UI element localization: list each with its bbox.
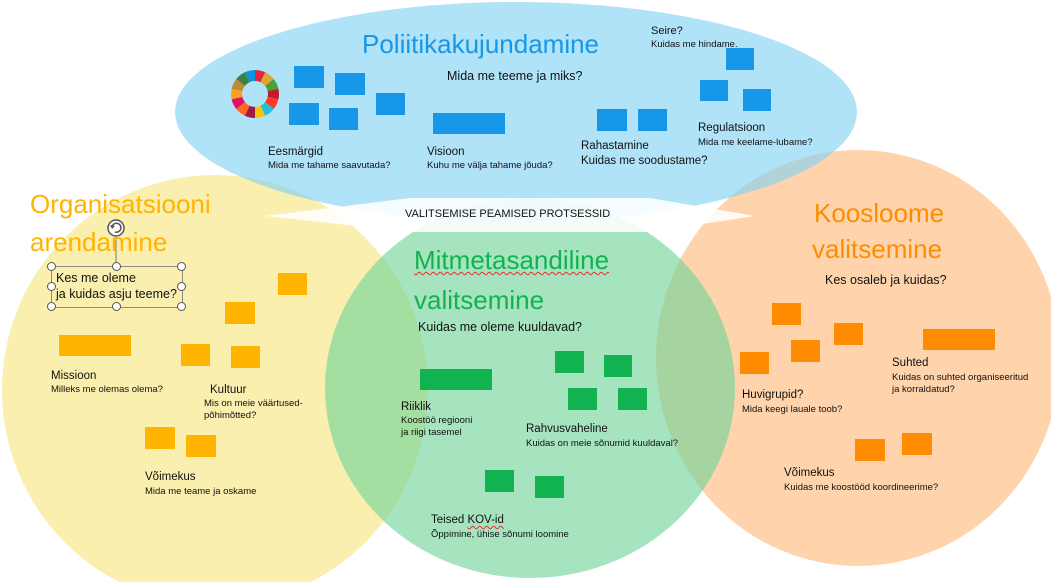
sticky-note[interactable]: [59, 335, 131, 356]
multi-question: Kuidas me oleme kuuldavad?: [418, 320, 582, 334]
sticky-note[interactable]: [535, 476, 564, 498]
outreach-title: Rahvusvaheline: [526, 423, 608, 435]
multi-title-line2: valitsemine: [414, 285, 545, 315]
sticky-note[interactable]: [740, 352, 769, 374]
goals-title: Eesmärgid: [268, 146, 323, 158]
co-title-line1: Koosloome: [814, 198, 945, 228]
others-title-kov: KOV-id: [467, 514, 504, 526]
co-creation-circle: [656, 150, 1051, 566]
relations-title: Suhted: [892, 357, 929, 369]
sticky-note[interactable]: [597, 109, 627, 131]
culture-sub: Mis on meie väärtused- põhimõtted?: [204, 398, 303, 421]
others-title: Teised KOV-id: [431, 513, 504, 527]
policy-question: Mida me teeme ja miks?: [447, 69, 583, 83]
policy-ellipse: [175, 2, 857, 222]
org-capacity-sub: Mida me teame ja oskame: [145, 486, 257, 497]
sticky-note[interactable]: [568, 388, 597, 410]
state-title: Riiklik: [401, 401, 432, 413]
sticky-note[interactable]: [834, 323, 863, 345]
sticky-note[interactable]: [855, 439, 885, 461]
relations-sub: Kuidas on suhted organiseeritud ja korra…: [892, 372, 1029, 395]
sdg-wheel-icon: [231, 70, 279, 118]
sticky-note[interactable]: [420, 369, 492, 390]
sticky-note[interactable]: [186, 435, 216, 457]
sticky-note[interactable]: [225, 302, 255, 324]
monitoring-title: Seire?: [651, 25, 683, 37]
outreach-sub: Kuidas on meie sõnumid kuuldaval?: [526, 438, 679, 449]
sticky-note[interactable]: [555, 351, 584, 373]
policy-title: Poliitikakujundamine: [362, 29, 600, 59]
others-sub: Õppimine, ühise sõnumi loomine: [431, 529, 569, 540]
multi-title-line1-text: Mitmetasandiline: [414, 245, 610, 275]
mission-sub: Milleks me olemas olema?: [51, 384, 163, 395]
multi-title-line1: Mitmetasandiline: [414, 245, 609, 276]
resize-handle[interactable]: [47, 262, 56, 271]
resize-handle[interactable]: [47, 282, 56, 291]
org-capacity-title: Võimekus: [145, 471, 196, 483]
state-sub: Koostöö regiooni ja riigi tasemel: [401, 415, 473, 438]
sticky-note[interactable]: [376, 93, 405, 115]
funding-sub: Kuidas me soodustame?: [581, 155, 708, 167]
co-title-line2: valitsemine: [812, 234, 943, 264]
sticky-note[interactable]: [772, 303, 801, 325]
resize-handle[interactable]: [177, 282, 186, 291]
selected-textbox[interactable]: Kes me oleme ja kuidas asju teeme?: [51, 266, 183, 308]
org-title-line2: arendamine: [30, 227, 168, 257]
vision-sub: Kuhu me välja tahame jõuda?: [427, 160, 553, 171]
sticky-note[interactable]: [278, 273, 307, 295]
organisation-circle: [2, 175, 428, 582]
sticky-note[interactable]: [638, 109, 667, 131]
org-title-line1: Organisatsiooni: [30, 189, 211, 219]
interest-sub: Mida keegi lauale toob?: [742, 404, 843, 415]
sticky-note[interactable]: [604, 355, 632, 377]
others-title-prefix: Teised: [431, 514, 468, 526]
sticky-note[interactable]: [923, 329, 995, 350]
resize-handle[interactable]: [112, 302, 121, 311]
sticky-note[interactable]: [743, 89, 771, 111]
co-question: Kes osaleb ja kuidas?: [825, 273, 947, 287]
sticky-note[interactable]: [902, 433, 932, 455]
monitoring-sub: Kuidas me hindame.: [651, 39, 738, 50]
interest-title: Huvigrupid?: [742, 389, 804, 401]
sticky-note[interactable]: [329, 108, 358, 130]
vision-title: Visioon: [427, 146, 465, 158]
resize-handle[interactable]: [47, 302, 56, 311]
sticky-note[interactable]: [231, 346, 260, 368]
sticky-note[interactable]: [145, 427, 175, 449]
sticky-note[interactable]: [289, 103, 319, 125]
sticky-note[interactable]: [618, 388, 647, 410]
sticky-note[interactable]: [181, 344, 210, 366]
sticky-note[interactable]: [485, 470, 514, 492]
regulation-sub: Mida me keelame-lubame?: [698, 137, 813, 148]
co-capacity-sub: Kuidas me koostööd koordineerime?: [784, 482, 939, 493]
regulation-title: Regulatsioon: [698, 122, 766, 134]
resize-handle[interactable]: [177, 262, 186, 271]
sticky-note[interactable]: [335, 73, 365, 95]
sticky-note[interactable]: [294, 66, 324, 88]
sticky-note[interactable]: [700, 80, 728, 101]
culture-title: Kultuur: [210, 384, 247, 396]
resize-handle[interactable]: [112, 262, 121, 271]
sticky-note[interactable]: [791, 340, 820, 362]
funding-title: Rahastamine: [581, 140, 649, 152]
textbox-text[interactable]: Kes me oleme ja kuidas asju teeme?: [56, 271, 177, 301]
sticky-note[interactable]: [726, 48, 754, 70]
sticky-note[interactable]: [433, 113, 505, 134]
resize-handle[interactable]: [177, 302, 186, 311]
co-capacity-title: Võimekus: [784, 467, 835, 479]
goals-sub: Mida me tahame saavutada?: [268, 160, 391, 171]
banner-arrow: [265, 198, 755, 232]
multilevel-circle: [325, 198, 735, 578]
banner-text: VALITSEMISE PEAMISED PROTSESSID: [405, 208, 611, 220]
mission-title: Missioon: [51, 370, 97, 382]
